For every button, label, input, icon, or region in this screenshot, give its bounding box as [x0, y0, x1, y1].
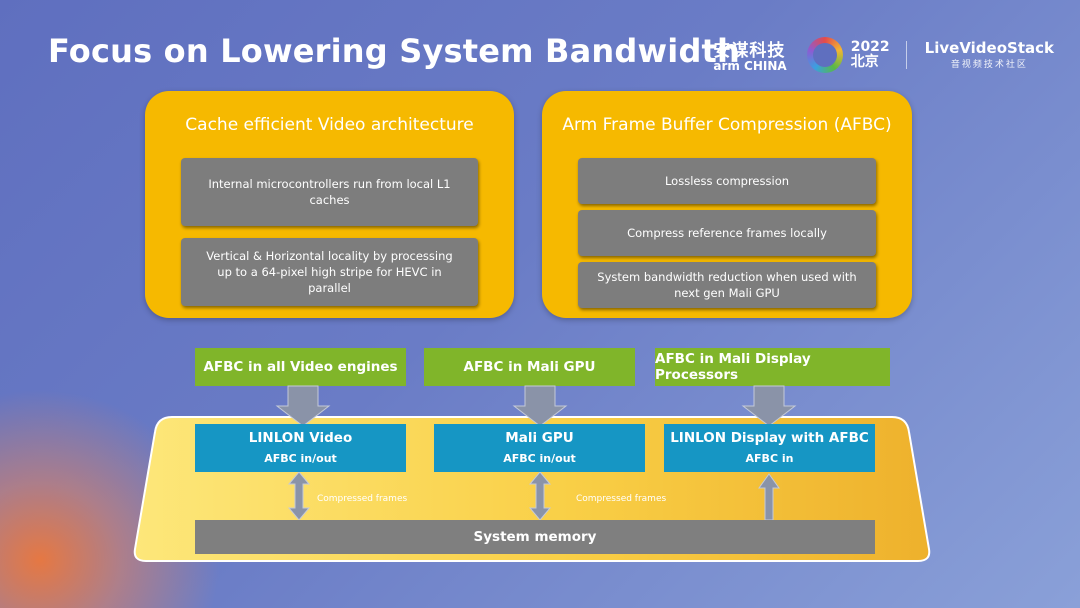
- cache-item-l1: Internal microcontrollers run from local…: [181, 158, 478, 226]
- afbc-item-bandwidth: System bandwidth reduction when used wit…: [578, 262, 876, 308]
- cache-item-locality: Vertical & Horizontal locality by proces…: [181, 238, 478, 306]
- slide-title: Focus on Lowering System Bandwidth: [48, 32, 741, 70]
- event-year-city: 2022 北京: [850, 38, 890, 70]
- engine-linlon-video-mode: AFBC in/out: [264, 452, 337, 465]
- afbc-item-lossless: Lossless compression: [578, 158, 876, 204]
- compressed-frames-label-1: Compressed frames: [317, 494, 408, 504]
- afbc-item-reference: Compress reference frames locally: [578, 210, 876, 256]
- logo-divider: [905, 40, 907, 69]
- cache-panel-title: Cache efficient Video architecture: [185, 115, 474, 135]
- engine-mali-gpu: Mali GPU AFBC in/out: [434, 424, 645, 472]
- cache-efficient-panel: Cache efficient Video architecture Inter…: [145, 91, 514, 318]
- engine-linlon-display: LINLON Display with AFBC AFBC in: [664, 424, 875, 472]
- system-memory-bar: System memory: [195, 520, 875, 554]
- event-city: 北京: [850, 53, 879, 70]
- engine-linlon-video: LINLON Video AFBC in/out: [195, 424, 406, 472]
- event-year: 2022: [850, 38, 890, 55]
- down-arrow-display: [741, 385, 797, 427]
- double-arrow-video: [287, 471, 311, 521]
- green-label-mali-gpu: AFBC in Mali GPU: [424, 348, 635, 386]
- afbc-panel-title: Arm Frame Buffer Compression (AFBC): [562, 115, 892, 135]
- engine-linlon-display-name: LINLON Display with AFBC: [670, 430, 869, 446]
- event-badge-icon: [806, 36, 843, 73]
- engine-mali-gpu-mode: AFBC in/out: [503, 452, 576, 465]
- logo-strip: 安谋科技 arm CHINA 2022 北京 LiveVideoStack 音视…: [713, 36, 1054, 73]
- green-label-display-processors: AFBC in Mali Display Processors: [655, 348, 890, 386]
- down-arrow-video: [275, 385, 331, 427]
- livevideostack-sub: 音视频技术社区: [950, 60, 1028, 70]
- engine-linlon-video-name: LINLON Video: [248, 430, 353, 446]
- arm-china-logo-cn: 安谋科技: [713, 41, 786, 61]
- arm-china-logo: 安谋科技 arm CHINA: [713, 36, 786, 73]
- green-label-video-engines: AFBC in all Video engines: [195, 348, 406, 386]
- afbc-panel: Arm Frame Buffer Compression (AFBC) Loss…: [542, 91, 912, 318]
- compressed-frames-label-2: Compressed frames: [576, 494, 667, 504]
- livevideostack-logo: LiveVideoStack 音视频技术社区: [925, 39, 1054, 70]
- down-arrow-gpu: [512, 385, 568, 427]
- arm-china-logo-en: arm CHINA: [713, 59, 787, 73]
- engine-linlon-display-mode: AFBC in: [745, 452, 794, 465]
- livevideostack-name: LiveVideoStack: [924, 39, 1054, 57]
- double-arrow-gpu: [528, 471, 552, 521]
- engine-mali-gpu-name: Mali GPU: [505, 430, 574, 446]
- up-arrow-display: [758, 473, 780, 521]
